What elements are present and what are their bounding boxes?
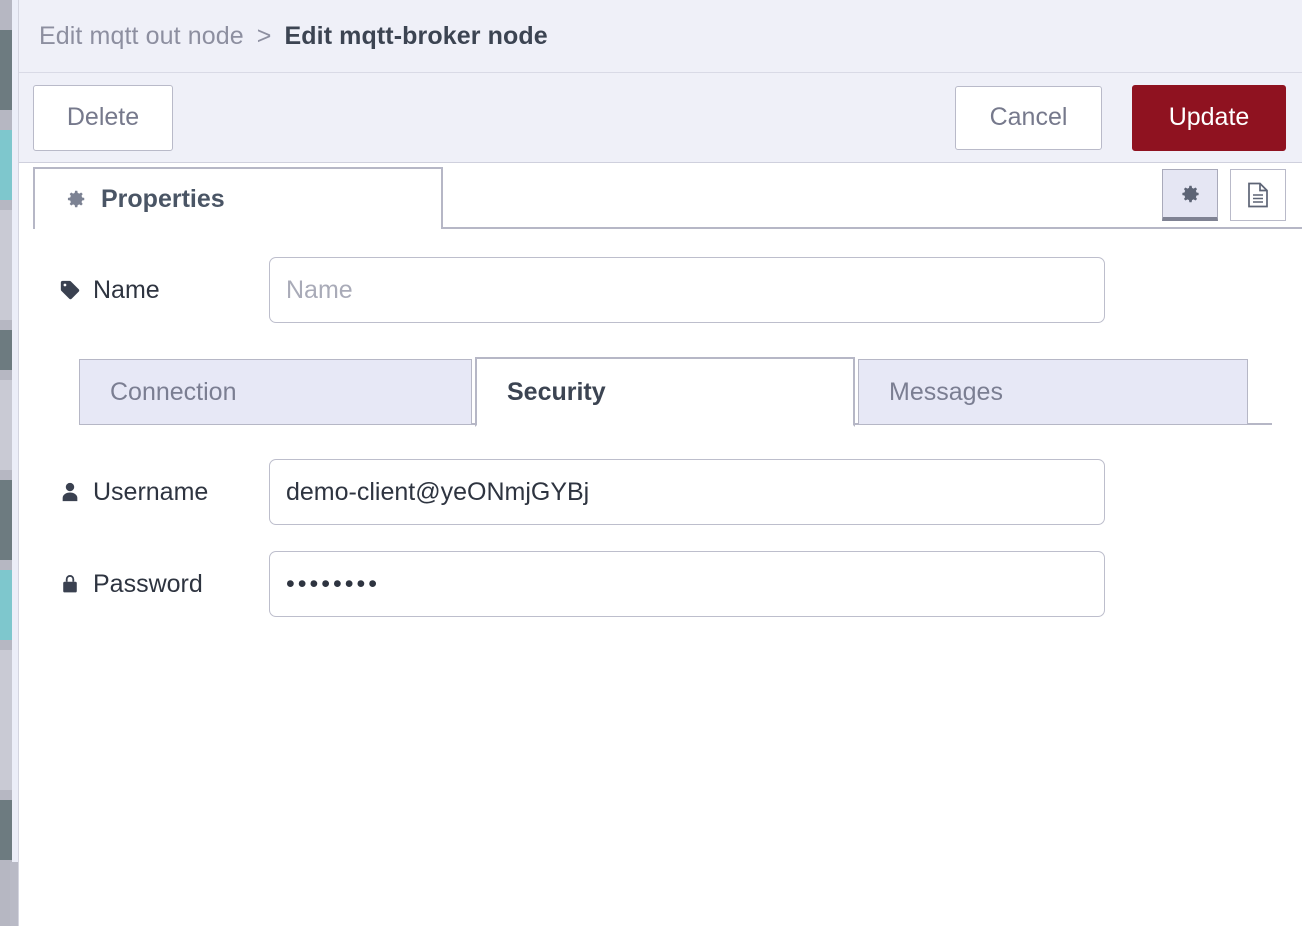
dialog-content: Name Connection Security Messages: [19, 229, 1302, 926]
subtab-messages-label: Messages: [889, 377, 1003, 406]
breadcrumb: Edit mqtt out node > Edit mqtt-broker no…: [39, 22, 548, 51]
username-label-text: Username: [93, 477, 209, 506]
username-input[interactable]: [269, 459, 1105, 525]
header-icon-buttons: [1162, 169, 1286, 221]
canvas-scrollbar[interactable]: [10, 862, 20, 926]
password-label: Password: [59, 570, 269, 599]
name-label-text: Name: [93, 275, 160, 304]
password-masked-value: ••••••••: [286, 569, 381, 598]
password-input[interactable]: ••••••••: [269, 551, 1105, 617]
lock-icon: [59, 573, 81, 595]
cancel-button[interactable]: Cancel: [955, 85, 1102, 150]
breadcrumb-current: Edit mqtt-broker node: [284, 21, 548, 50]
primary-actions-group: Cancel Update: [955, 84, 1286, 151]
settings-icon-button[interactable]: [1162, 169, 1218, 221]
subtabs: Connection Security Messages: [79, 355, 1302, 427]
name-input[interactable]: [269, 257, 1105, 323]
tag-icon: [59, 279, 81, 301]
canvas-gap: [12, 0, 18, 926]
gear-icon: [1178, 182, 1202, 206]
dialog-tab-strip: Properties: [19, 163, 1302, 229]
username-label: Username: [59, 478, 269, 507]
breadcrumb-parent[interactable]: Edit mqtt out node: [39, 21, 244, 50]
tab-properties-label: Properties: [101, 184, 225, 213]
subtab-messages[interactable]: Messages: [858, 359, 1248, 425]
tab-strip-underline: [33, 227, 1302, 229]
gear-icon: [65, 188, 87, 210]
subtab-security[interactable]: Security: [475, 357, 855, 427]
dialog-header: Edit mqtt out node > Edit mqtt-broker no…: [19, 0, 1302, 73]
name-label: Name: [59, 276, 269, 305]
security-subtab-strip: Connection Security Messages: [19, 355, 1302, 427]
subtab-security-label: Security: [507, 377, 606, 406]
subtab-connection[interactable]: Connection: [79, 359, 472, 425]
user-icon: [59, 481, 81, 503]
breadcrumb-separator: >: [256, 21, 272, 50]
dialog-button-bar: Delete Cancel Update: [19, 73, 1302, 163]
name-row: Name: [19, 257, 1302, 323]
update-button[interactable]: Update: [1132, 84, 1286, 151]
password-row: Password ••••••••: [19, 551, 1302, 617]
delete-button[interactable]: Delete: [33, 84, 173, 151]
password-label-text: Password: [93, 569, 203, 598]
document-icon: [1245, 181, 1271, 209]
subtab-connection-label: Connection: [110, 377, 237, 406]
security-fields: Username Password: [19, 459, 1302, 617]
username-row: Username: [19, 459, 1302, 525]
palette-sliver: [0, 0, 12, 926]
description-icon-button[interactable]: [1230, 169, 1286, 221]
tab-properties[interactable]: Properties: [33, 167, 443, 229]
edit-node-dialog: Edit mqtt out node > Edit mqtt-broker no…: [18, 0, 1302, 926]
